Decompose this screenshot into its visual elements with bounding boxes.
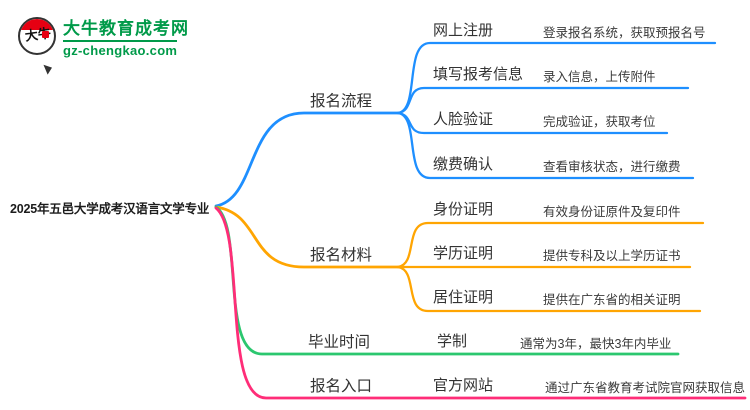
branch-line-child (396, 265, 702, 313)
node-label-face-verify: 人脸验证 (433, 111, 494, 128)
branch-lines-signup-materials (214, 205, 705, 313)
node-desc-degree-proof: 提供专科及以上学历证书 (543, 249, 681, 263)
site-logo: 大牛 大牛教育成考网 gz-chengkao.com (18, 14, 189, 76)
logo-mark-text: 大牛 (24, 26, 52, 45)
branch-label-signup-entry: 报名入口 (310, 378, 373, 395)
node-desc-pay-confirm: 查看审核状态，进行缴费 (543, 160, 681, 174)
branch-label-graduation-time: 毕业时间 (308, 334, 371, 351)
node-label-study-length: 学制 (437, 333, 468, 350)
branch-line-child (396, 86, 690, 115)
branch-line-child (396, 221, 705, 269)
node-label-pay-confirm: 缴费确认 (433, 156, 494, 173)
branch-line-main (214, 111, 400, 208)
branch-lines-signup-entry (214, 206, 747, 400)
node-label-id-proof: 身份证明 (433, 201, 494, 218)
branch-label-signup-materials: 报名材料 (310, 247, 373, 264)
node-desc-id-proof: 有效身份证原件及复印件 (543, 205, 681, 219)
logo-title: 大牛教育成考网 (63, 19, 189, 38)
logo-seal-icon (42, 31, 49, 38)
node-desc-official-site: 通过广东省教育考试院官网获取信息 (545, 381, 746, 395)
logo-domain: gz-chengkao.com (63, 40, 178, 58)
node-desc-study-length: 通常为3年，最快3年内毕业 (520, 337, 672, 351)
node-label-official-site: 官方网站 (433, 377, 494, 394)
node-desc-residence-proof: 提供在广东省的相关证明 (543, 293, 681, 307)
branch-label-signup-flow: 报名流程 (310, 93, 373, 110)
node-label-fill-info: 填写报考信息 (433, 66, 524, 83)
logo-red-cap (20, 19, 54, 30)
branch-lines-signup-flow (214, 41, 717, 208)
node-label-degree-proof: 学历证明 (433, 245, 494, 262)
root-topic: 2025年五邑大学成考汉语言文学专业 (10, 202, 210, 216)
node-label-residence-proof: 居住证明 (433, 289, 494, 306)
node-desc-face-verify: 完成验证，获取考位 (543, 115, 656, 129)
branch-line-child (396, 111, 695, 180)
logo-bubble-icon: 大牛 (18, 17, 56, 55)
branch-line-main (214, 205, 400, 269)
node-label-online-register: 网上注册 (433, 22, 494, 39)
node-desc-online-register: 登录报名系统，获取预报名号 (543, 26, 706, 40)
branch-line-main (214, 206, 747, 400)
node-desc-fill-info: 录入信息，上传附件 (543, 70, 656, 84)
